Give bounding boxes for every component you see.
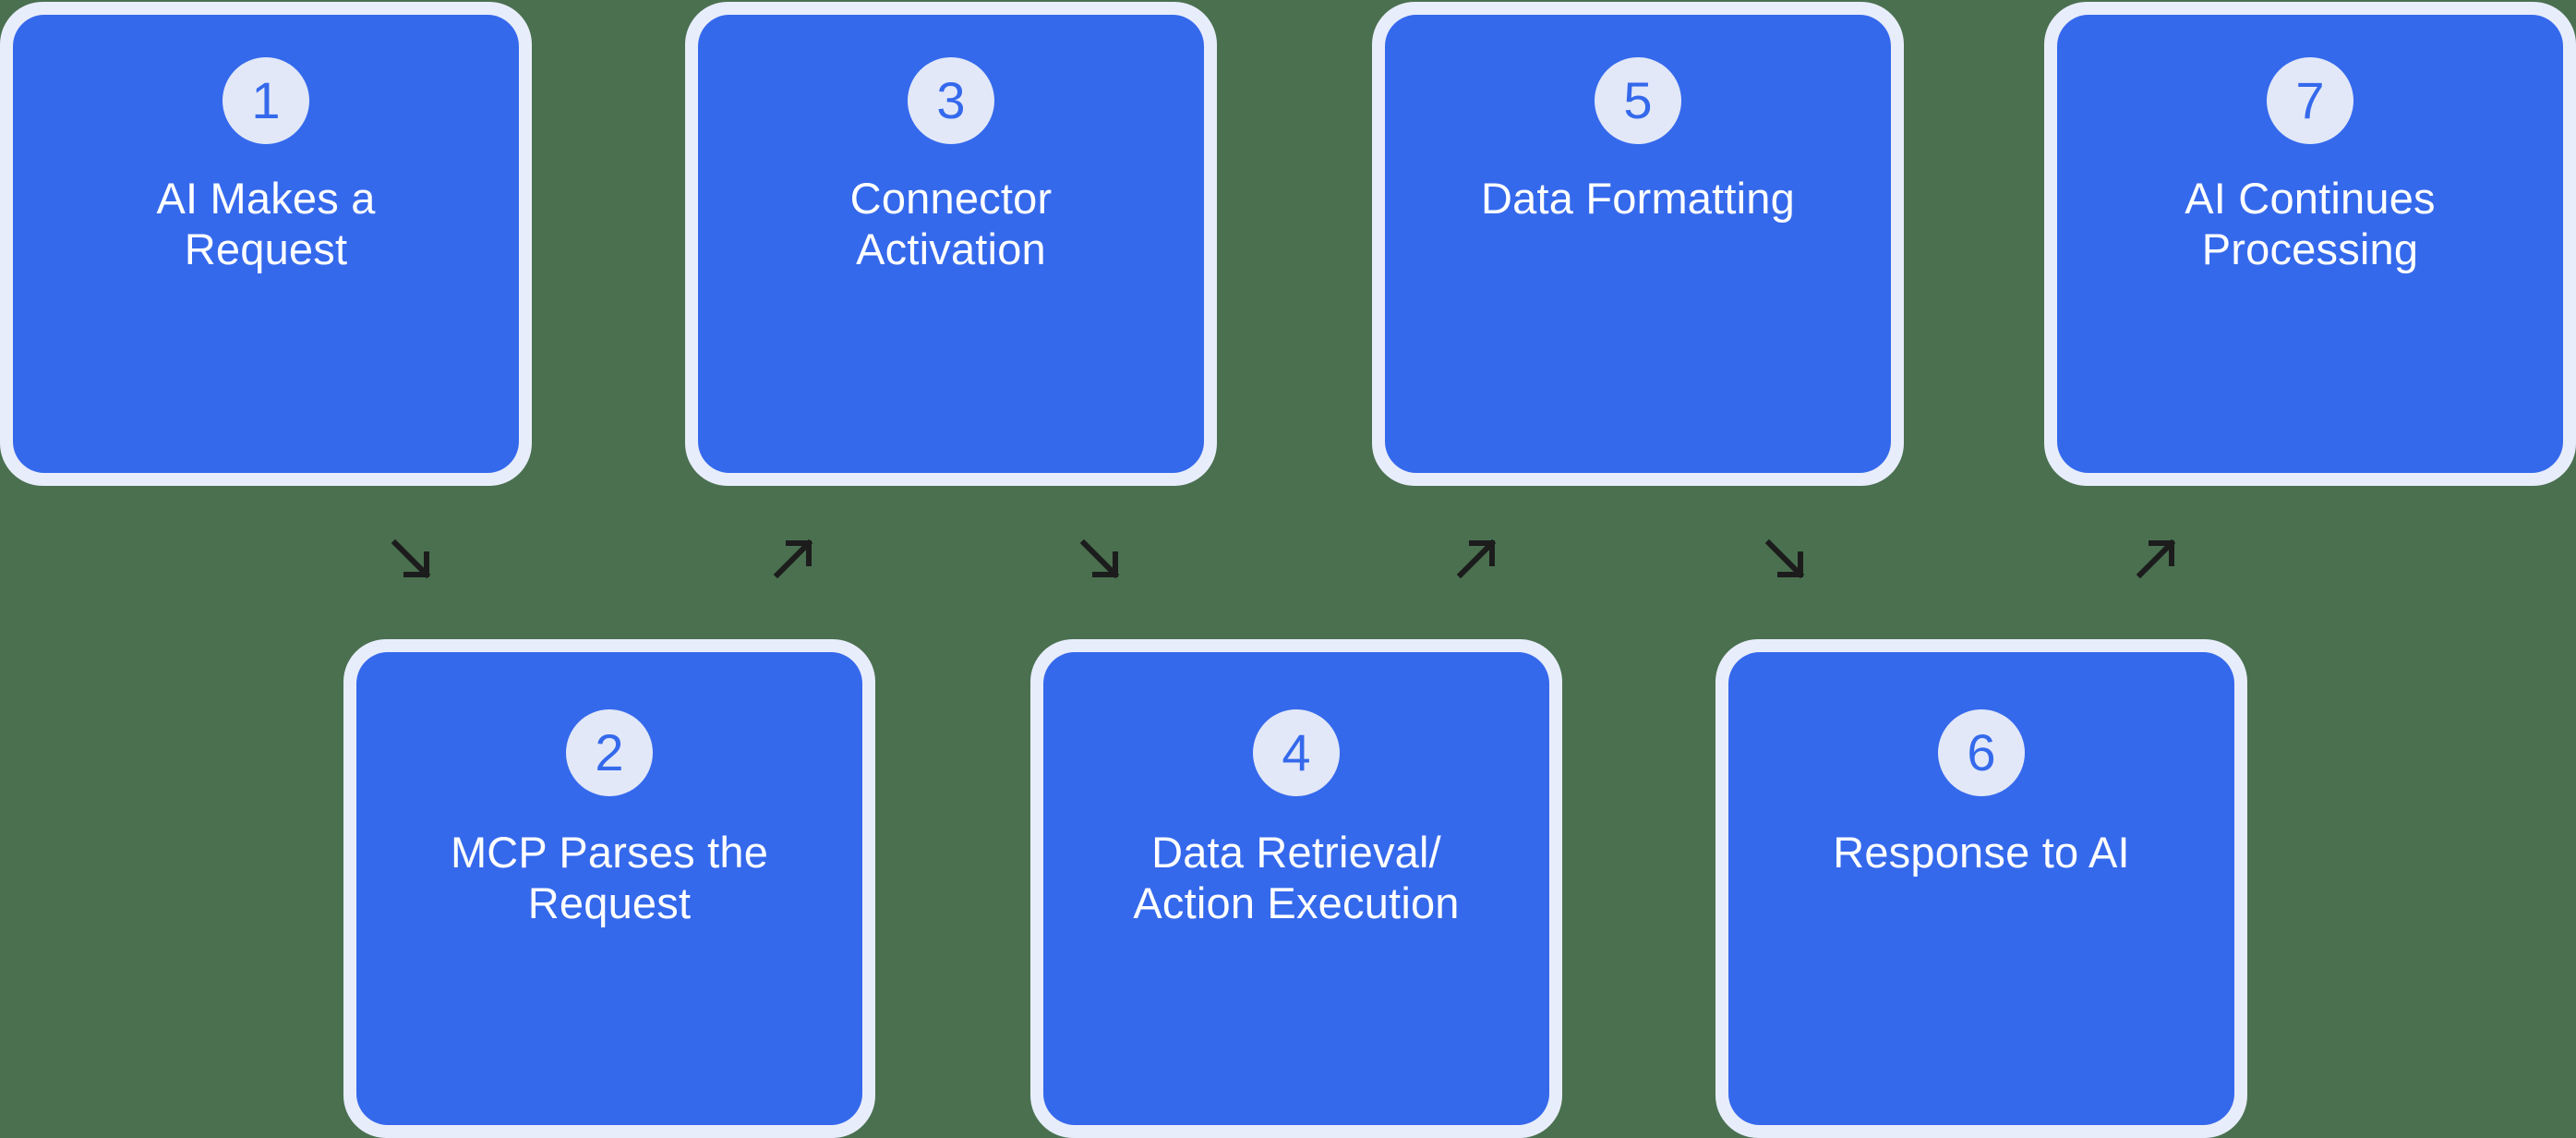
arrow-up-right-icon <box>1451 534 1503 586</box>
step-number-badge: 1 <box>223 57 309 144</box>
step-label: MCP Parses the Request <box>450 828 769 927</box>
arrow-up-right-icon <box>768 534 820 586</box>
step-number-badge: 4 <box>1253 709 1340 796</box>
step-card-7[interactable]: 7 AI Continues Processing <box>2044 2 2576 486</box>
step-label: AI Continues Processing <box>2185 174 2436 273</box>
arrow-down-right-icon <box>386 534 438 586</box>
step-number-badge: 7 <box>2267 57 2353 144</box>
step-number-badge: 5 <box>1595 57 1681 144</box>
arrow-up-right-icon <box>2131 534 2183 586</box>
step-label: Connector Activation <box>849 174 1053 273</box>
step-label: Data Retrieval/ Action Execution <box>1133 828 1460 927</box>
arrow-down-right-icon <box>1075 534 1126 586</box>
step-number-badge: 3 <box>908 57 994 144</box>
step-card-body: 7 AI Continues Processing <box>2057 15 2563 473</box>
step-number-badge: 2 <box>566 709 653 796</box>
step-label: Response to AI <box>1833 828 2130 877</box>
step-number-badge: 6 <box>1938 709 2025 796</box>
step-label: Data Formatting <box>1481 174 1795 223</box>
arrow-down-right-icon <box>1760 534 1812 586</box>
step-label: AI Makes a Request <box>156 174 376 273</box>
step-card-1[interactable]: 1 AI Makes a Request <box>0 2 532 486</box>
step-card-body: 1 AI Makes a Request <box>13 15 519 473</box>
